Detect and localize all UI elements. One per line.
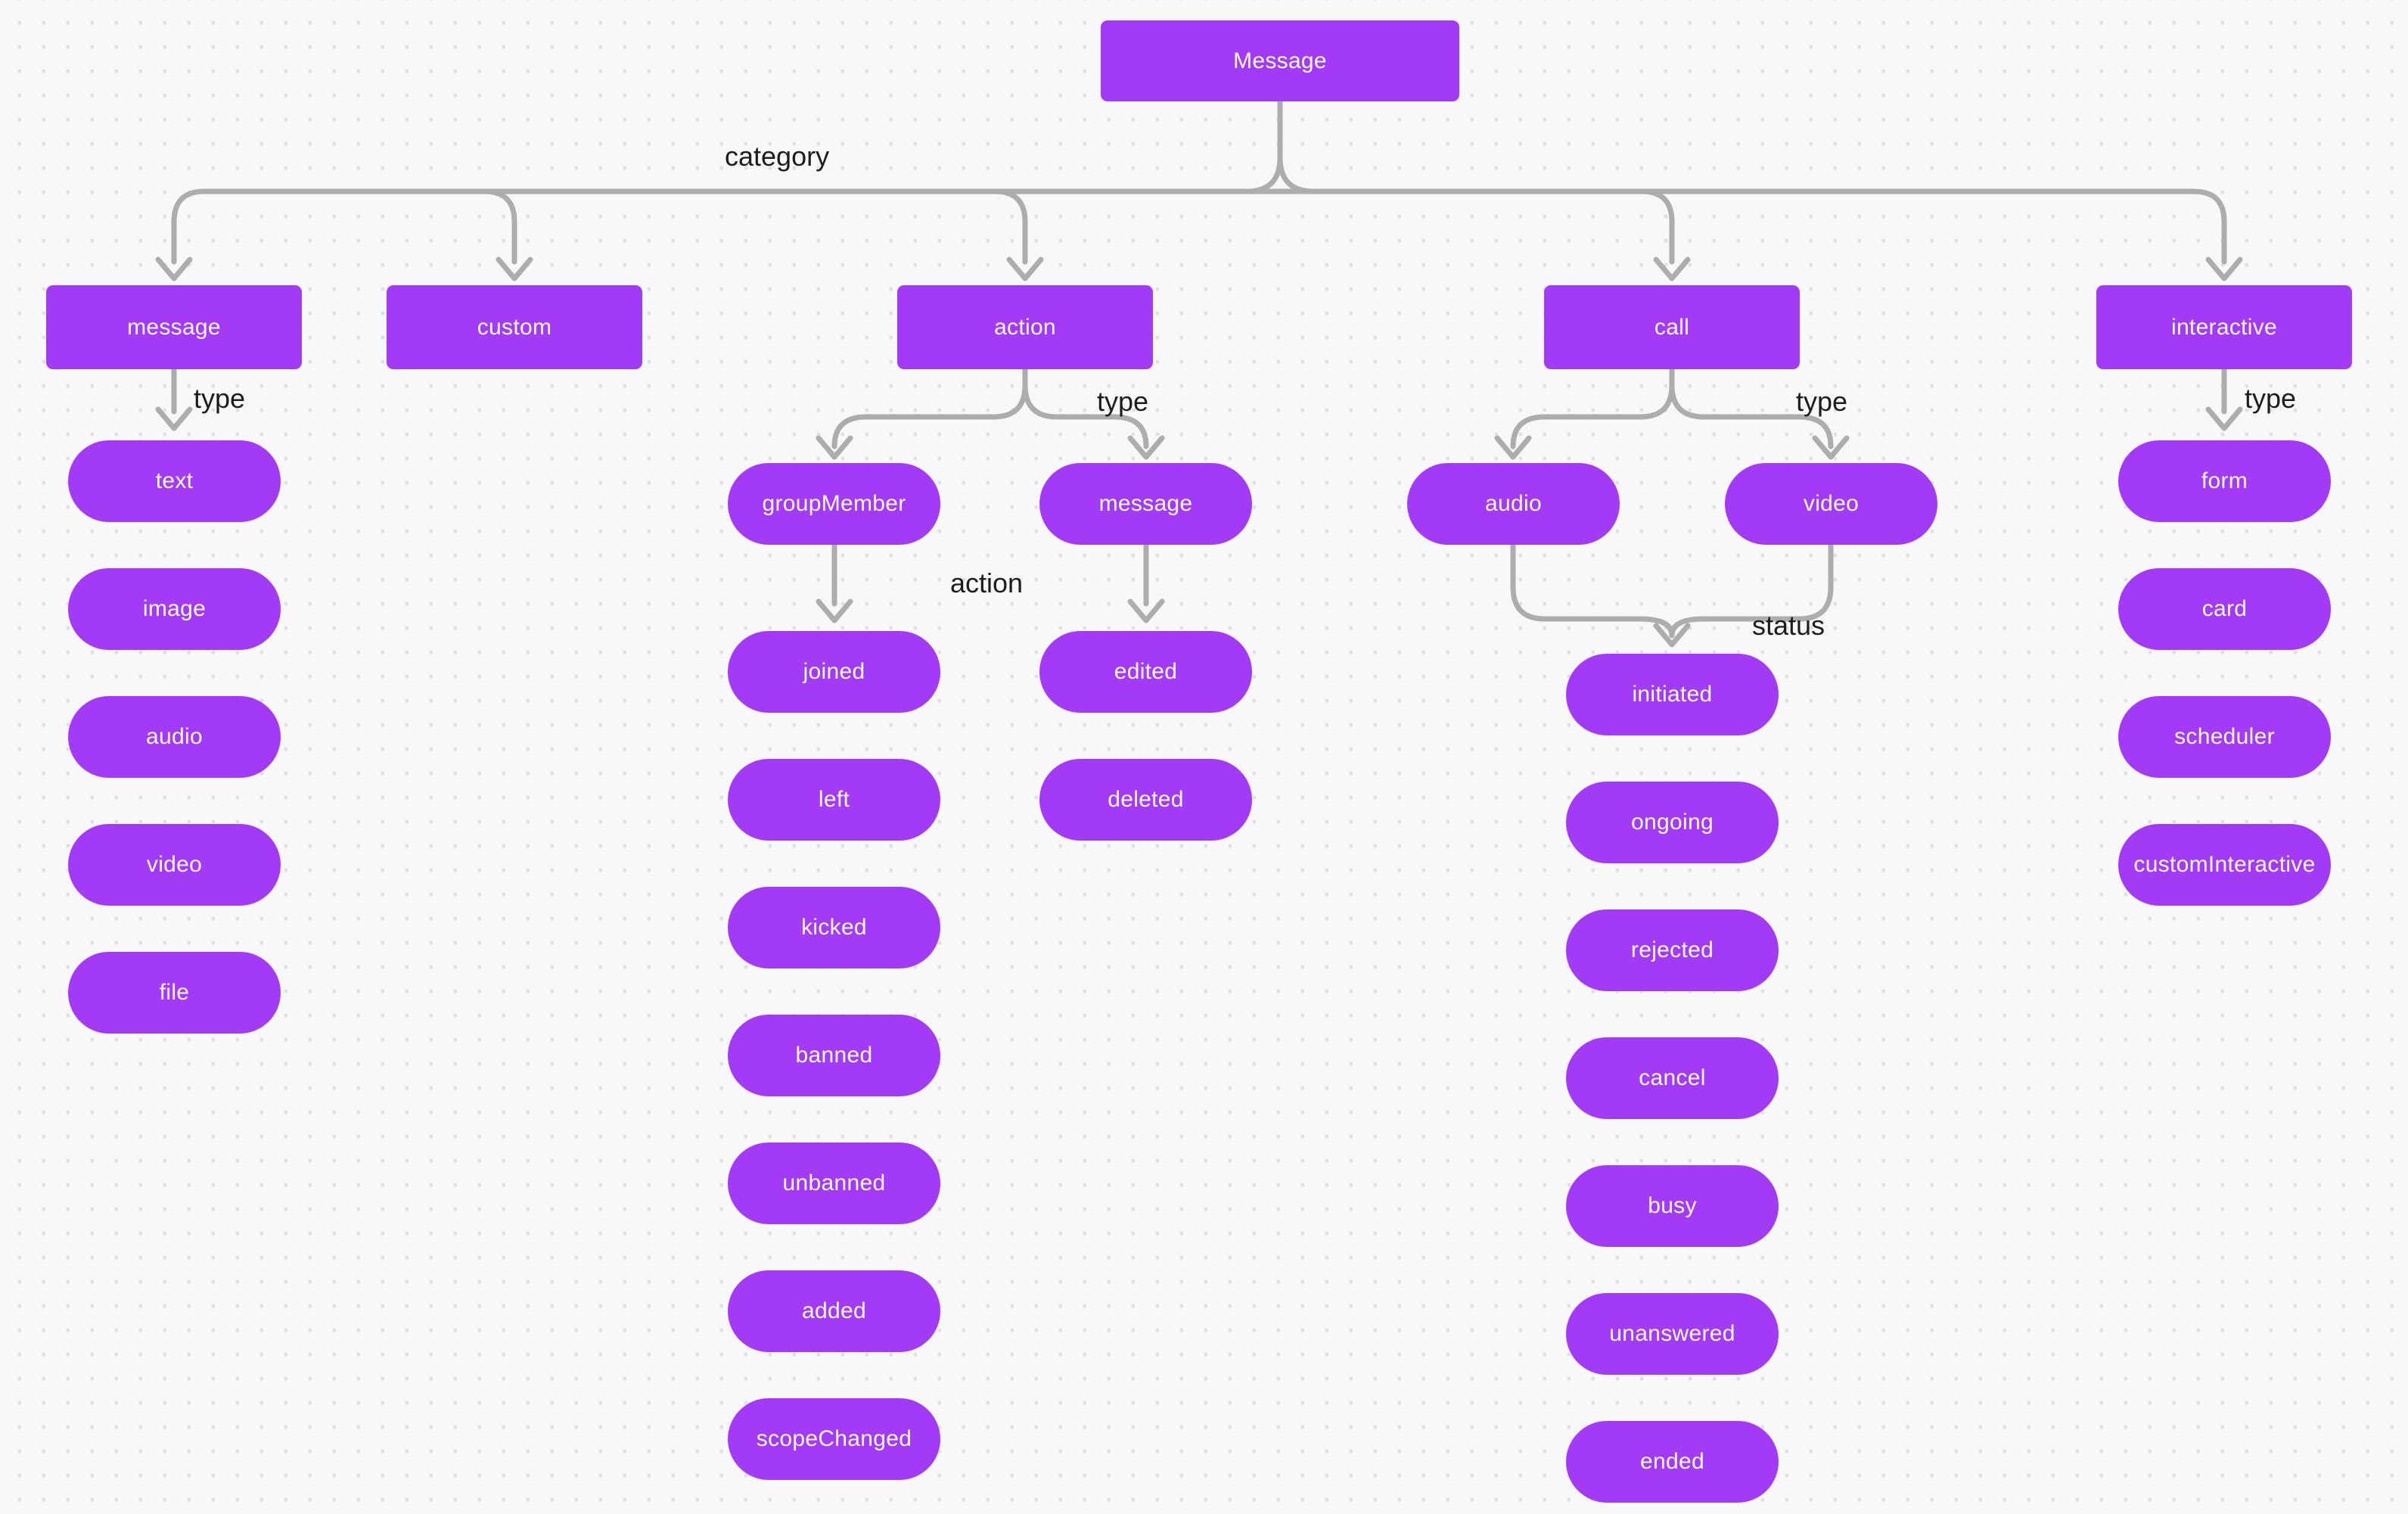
node-action-message[interactable]: message [1039,463,1252,545]
node-cat-action[interactable]: action [897,285,1153,369]
node-gm-left[interactable]: left [728,759,940,841]
node-status-ended[interactable]: ended [1566,1421,1779,1503]
edge-root-stem [1244,98,1283,194]
node-cat-custom[interactable]: custom [387,285,642,369]
node-status-ongoing[interactable]: ongoing [1566,782,1779,863]
node-gm-scopechanged[interactable]: scopeChanged [728,1398,940,1480]
node-action-groupmember[interactable]: groupMember [728,463,940,545]
edge-category-bus [171,188,2227,265]
arrowhead [816,598,853,623]
arrowhead [496,256,533,281]
node-type-image[interactable]: image [68,568,281,650]
node-cat-call[interactable]: call [1544,285,1800,369]
edge-label-type-call[interactable]: type [1796,386,1848,417]
node-call-audio[interactable]: audio [1407,463,1620,545]
edge-drop-action [992,188,1028,265]
node-gm-joined[interactable]: joined [728,631,940,713]
arrowhead [155,256,193,281]
edge-root-stem-flare [1277,154,1316,194]
node-gm-banned[interactable]: banned [728,1015,940,1096]
edge-call-split-left [1510,366,1675,449]
edge-label-action[interactable]: action [950,567,1024,598]
node-am-edited[interactable]: edited [1039,631,1252,713]
edge-drop-call [1639,188,1675,265]
node-status-rejected[interactable]: rejected [1566,909,1779,991]
node-cat-message[interactable]: message [46,285,302,369]
arrowhead [1653,256,1691,281]
node-type-text[interactable]: text [68,440,281,522]
edge-drop-custom [481,188,517,265]
arrowhead [1127,598,1165,623]
arrowhead [155,406,193,431]
edge-label-status[interactable]: status [1752,610,1825,641]
arrowhead [1653,623,1691,648]
edge-action-split-left [831,366,1028,449]
node-int-scheduler[interactable]: scheduler [2118,696,2331,778]
edge-merge-audio [1510,542,1675,639]
edge-label-type-message[interactable]: type [194,383,246,414]
node-gm-unbanned[interactable]: unbanned [728,1142,940,1224]
arrowhead [1494,435,1532,460]
arrowhead [1812,435,1850,460]
node-type-file[interactable]: file [68,952,281,1034]
node-status-unanswered[interactable]: unanswered [1566,1293,1779,1375]
arrowhead [816,435,853,460]
node-int-card[interactable]: card [2118,568,2331,650]
node-gm-added[interactable]: added [728,1270,940,1352]
node-status-cancel[interactable]: cancel [1566,1037,1779,1119]
node-call-video[interactable]: video [1725,463,1937,545]
node-gm-kicked[interactable]: kicked [728,887,940,968]
node-type-audio[interactable]: audio [68,696,281,778]
node-status-busy[interactable]: busy [1566,1165,1779,1247]
arrowhead [2205,256,2243,281]
arrowhead [1006,256,1044,281]
edge-label-type-interactive[interactable]: type [2245,383,2297,414]
node-cat-interactive[interactable]: interactive [2096,285,2352,369]
node-type-video[interactable]: video [68,824,281,906]
edge-label-category[interactable]: category [725,141,830,172]
node-message-root[interactable]: Message [1101,20,1459,101]
arrowhead [1127,435,1165,460]
node-am-deleted[interactable]: deleted [1039,759,1252,841]
node-int-form[interactable]: form [2118,440,2331,522]
node-status-initiated[interactable]: initiated [1566,654,1779,735]
node-int-custominteractive[interactable]: customInteractive [2118,824,2331,906]
edge-label-type-action[interactable]: type [1097,386,1149,417]
arrowhead [2205,406,2243,431]
